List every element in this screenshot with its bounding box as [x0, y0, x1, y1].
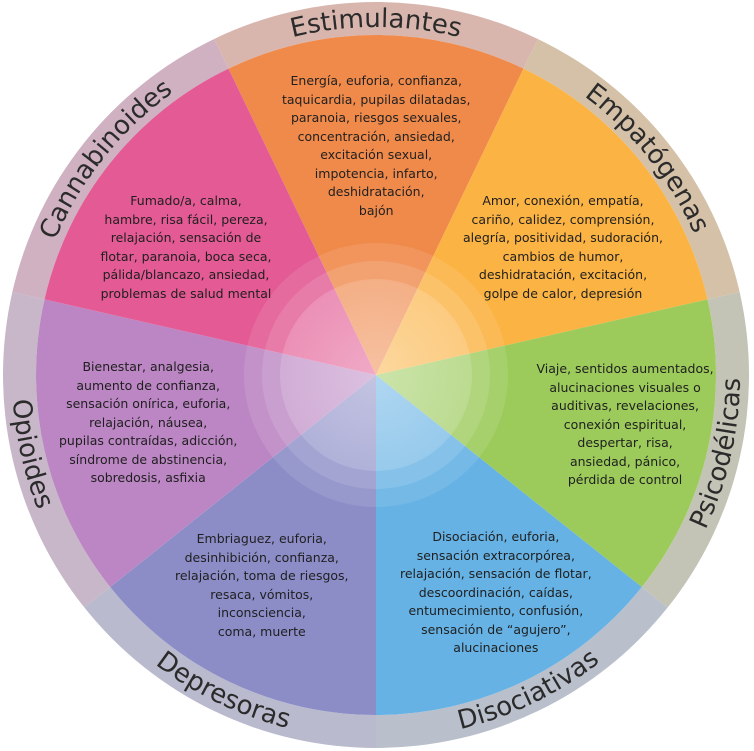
description-line: sensación onírica, euforia, [66, 396, 231, 411]
description-line: alucinaciones [453, 640, 539, 655]
description-line: bajón [358, 202, 394, 218]
description-line: golpe de calor, depresión [483, 285, 643, 301]
description-opioides: Bienestar, analgesia, aumento de confianz… [59, 358, 237, 488]
description-line: hambre, risa fácil, pereza, [104, 211, 268, 227]
description-line: impotencia, infarto, [314, 165, 438, 181]
sector-disociativas [376, 375, 642, 715]
description-line: ansiedad, pánico, [569, 453, 681, 469]
center-halo-inner [280, 279, 472, 471]
description-line: sobredosis, asfixia [90, 470, 206, 485]
description-line: auditivas, revelaciones, [551, 398, 699, 413]
description-psicodelicas: Viaje, sentidos aumentados, alucinaciones… [537, 360, 714, 490]
description-line: síndrome de abstinencia, [69, 451, 228, 467]
description-line: relajación, sensación de [110, 230, 262, 245]
description-line: flotar, paranoia, boca seca, [100, 248, 272, 264]
description-line: problemas de salud mental [100, 285, 272, 301]
description-line: taquicardia, pupilas dilatadas, [282, 91, 471, 107]
ring-segment-psicodelicas [641, 291, 749, 608]
description-line: Disociación, euforia, [432, 529, 560, 544]
ring-segment-cannabinoides [12, 38, 229, 300]
description-line: Viaje, sentidos aumentados, [536, 361, 714, 376]
description-line: descoordinación, caídas, [418, 584, 573, 600]
description-line: alucinaciones visuales o [549, 379, 701, 395]
description-line: deshidratación, excitación, [478, 267, 648, 282]
description-line: pérdida de control [567, 472, 683, 487]
description-line: Amor, conexión, empatía, [482, 193, 644, 208]
description-line: conexión espiritual, [563, 416, 687, 432]
description-line: relajación, náusea, [89, 414, 208, 430]
description-line: sensación de “agujero”, [421, 621, 571, 637]
description-line: resaca, vómitos, [210, 586, 314, 602]
description-line: relajación, toma de riesgos, [175, 568, 349, 583]
description-line: alegría, positividad, sudoración, [463, 230, 663, 245]
sector-estimulantes [228, 35, 524, 375]
description-cannabinoides: Fumado/a, calma, hambre, risa fácil, pere… [101, 192, 272, 303]
ring-segment-opioides [3, 291, 111, 608]
description-line: deshidratación, [327, 184, 425, 199]
description-line: coma, muerte [217, 623, 306, 639]
outer-ring-group [3, 2, 749, 748]
ring-segment-empatogenas [523, 38, 740, 300]
description-line: paranoia, riesgos sexuales, [290, 110, 462, 125]
ring-segment-depresoras [84, 586, 376, 748]
description-depresoras: Embriaguez, euforia, desinhibición, confi… [175, 530, 349, 641]
description-line: excitación sexual, [320, 147, 433, 162]
description-empatogenas: Amor, conexión, empatía, cariño, calidez,… [463, 192, 663, 303]
sector-empatogenas [376, 68, 708, 375]
description-line: Fumado/a, calma, [130, 193, 242, 208]
description-line: despertar, risa, [577, 435, 673, 450]
description-line: pupilas contraídas, adicción, [59, 433, 238, 448]
description-disociativas: Disociación, euforia, sensación extracorp… [400, 528, 592, 658]
sector-depresoras [110, 375, 376, 715]
sector-cannabinoides [44, 68, 377, 375]
description-line: entumecimiento, confusión, [408, 603, 584, 618]
description-line: aumento de confianza, [76, 377, 220, 393]
description-line: cariño, calidez, comprensión, [471, 211, 655, 227]
description-line: sensación extracorpórea, [416, 547, 575, 563]
description-line: concentración, ansiedad, [297, 128, 455, 144]
description-line: desinhibición, confianza, [184, 549, 339, 565]
description-estimulantes: Energía, euforia, confianza, taquicardia,… [282, 72, 470, 220]
center-circles [244, 243, 508, 507]
description-line: pálida/blancazo, ansiedad, [102, 267, 270, 282]
description-line: Bienestar, analgesia, [82, 359, 214, 374]
description-line: Embriaguez, euforia, [196, 531, 327, 546]
description-line: inconsciencia, [217, 605, 306, 620]
ring-segment-estimulantes [214, 2, 538, 69]
ring-segment-disociativas [376, 586, 668, 748]
description-line: Energía, euforia, confianza, [290, 73, 462, 88]
description-line: relajación, sensación de flotar, [400, 566, 592, 581]
description-line: cambios de humor, [502, 248, 624, 264]
